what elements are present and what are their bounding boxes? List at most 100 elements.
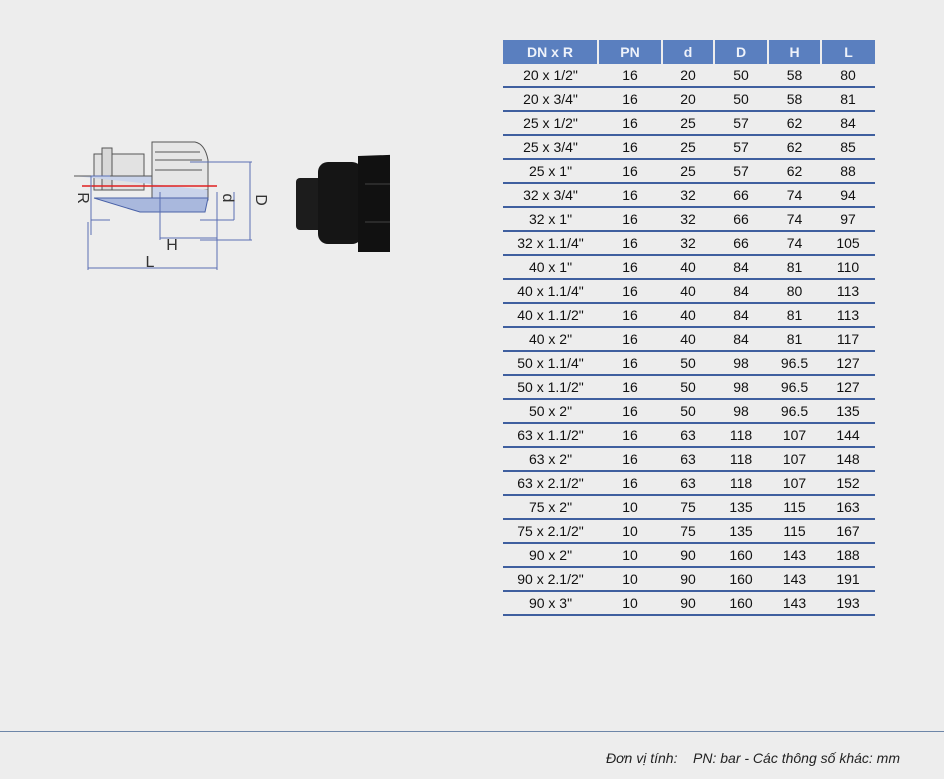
table-cell: 84 <box>714 279 768 304</box>
column-header: d <box>661 40 714 64</box>
table-cell: 75 x 2" <box>503 495 598 520</box>
table-cell: 84 <box>821 111 875 136</box>
table-cell: 88 <box>821 159 875 184</box>
table-cell: 20 x 1/2" <box>503 64 598 88</box>
table-cell: 32 x 1" <box>503 207 598 232</box>
table-cell: 110 <box>821 255 875 280</box>
table-cell: 96.5 <box>768 399 821 424</box>
table-cell: 160 <box>714 543 768 568</box>
table-cell: 63 x 2" <box>503 447 598 472</box>
table-cell: 84 <box>714 303 768 328</box>
table-cell: 96.5 <box>768 351 821 376</box>
table-cell: 75 <box>662 495 714 520</box>
table-cell: 57 <box>714 135 768 160</box>
table-cell: 63 x 2.1/2" <box>503 471 598 496</box>
fitting-photo <box>296 154 390 252</box>
table-cell: 16 <box>598 231 662 256</box>
table-cell: 90 x 2" <box>503 543 598 568</box>
table-cell: 148 <box>821 447 875 472</box>
table-cell: 25 <box>662 159 714 184</box>
table-cell: 118 <box>714 423 768 448</box>
table-cell: 40 <box>662 327 714 352</box>
table-cell: 144 <box>821 423 875 448</box>
column-header: DN x R <box>503 40 598 64</box>
table-cell: 32 <box>662 231 714 256</box>
table-cell: 10 <box>598 543 662 568</box>
table-cell: 66 <box>714 207 768 232</box>
table-cell: 16 <box>598 423 662 448</box>
table-cell: 84 <box>714 327 768 352</box>
table-cell: 50 <box>662 399 714 424</box>
table-cell: 90 <box>662 543 714 568</box>
table-cell: 40 <box>662 303 714 328</box>
table-cell: 40 x 1" <box>503 255 598 280</box>
table-cell: 113 <box>821 303 875 328</box>
table-cell: 20 <box>662 64 714 88</box>
table-cell: 40 <box>662 255 714 280</box>
dim-label-d-small: d <box>219 194 236 203</box>
table-cell: 135 <box>714 519 768 544</box>
table-cell: 113 <box>821 279 875 304</box>
table-cell: 118 <box>714 471 768 496</box>
table-cell: 115 <box>768 519 821 544</box>
table-cell: 16 <box>598 279 662 304</box>
table-cell: 16 <box>598 399 662 424</box>
table-cell: 50 x 1.1/4" <box>503 351 598 376</box>
table-cell: 16 <box>598 87 662 112</box>
table-cell: 94 <box>821 183 875 208</box>
table-cell: 16 <box>598 375 662 400</box>
table-cell: 40 x 1.1/4" <box>503 279 598 304</box>
table-cell: 127 <box>821 351 875 376</box>
table-cell: 188 <box>821 543 875 568</box>
table-cell: 118 <box>714 447 768 472</box>
table-cell: 16 <box>598 135 662 160</box>
table-cell: 20 <box>662 87 714 112</box>
table-cell: 16 <box>598 207 662 232</box>
table-cell: 16 <box>598 255 662 280</box>
table-cell: 40 x 2" <box>503 327 598 352</box>
table-cell: 16 <box>598 447 662 472</box>
table-cell: 135 <box>714 495 768 520</box>
table-cell: 84 <box>714 255 768 280</box>
table-cell: 98 <box>714 375 768 400</box>
table-cell: 32 <box>662 183 714 208</box>
table-cell: 66 <box>714 183 768 208</box>
table-cell: 81 <box>768 327 821 352</box>
table-cell: 16 <box>598 303 662 328</box>
table-cell: 160 <box>714 591 768 616</box>
table-cell: 107 <box>768 471 821 496</box>
table-cell: 143 <box>768 543 821 568</box>
table-cell: 90 x 3" <box>503 591 598 616</box>
table-cell: 16 <box>598 64 662 88</box>
table-cell: 105 <box>821 231 875 256</box>
footer-divider <box>0 731 944 732</box>
table-cell: 10 <box>598 567 662 592</box>
table-cell: 193 <box>821 591 875 616</box>
table-cell: 63 <box>662 447 714 472</box>
table-cell: 32 <box>662 207 714 232</box>
table-cell: 62 <box>768 159 821 184</box>
table-cell: 16 <box>598 159 662 184</box>
table-cell: 16 <box>598 183 662 208</box>
table-cell: 25 x 1/2" <box>503 111 598 136</box>
column-header: PN <box>597 40 662 64</box>
table-cell: 117 <box>821 327 875 352</box>
table-cell: 62 <box>768 111 821 136</box>
table-cell: 115 <box>768 495 821 520</box>
column-header: L <box>820 40 875 64</box>
table-cell: 50 <box>714 64 768 88</box>
table-cell: 58 <box>768 87 821 112</box>
